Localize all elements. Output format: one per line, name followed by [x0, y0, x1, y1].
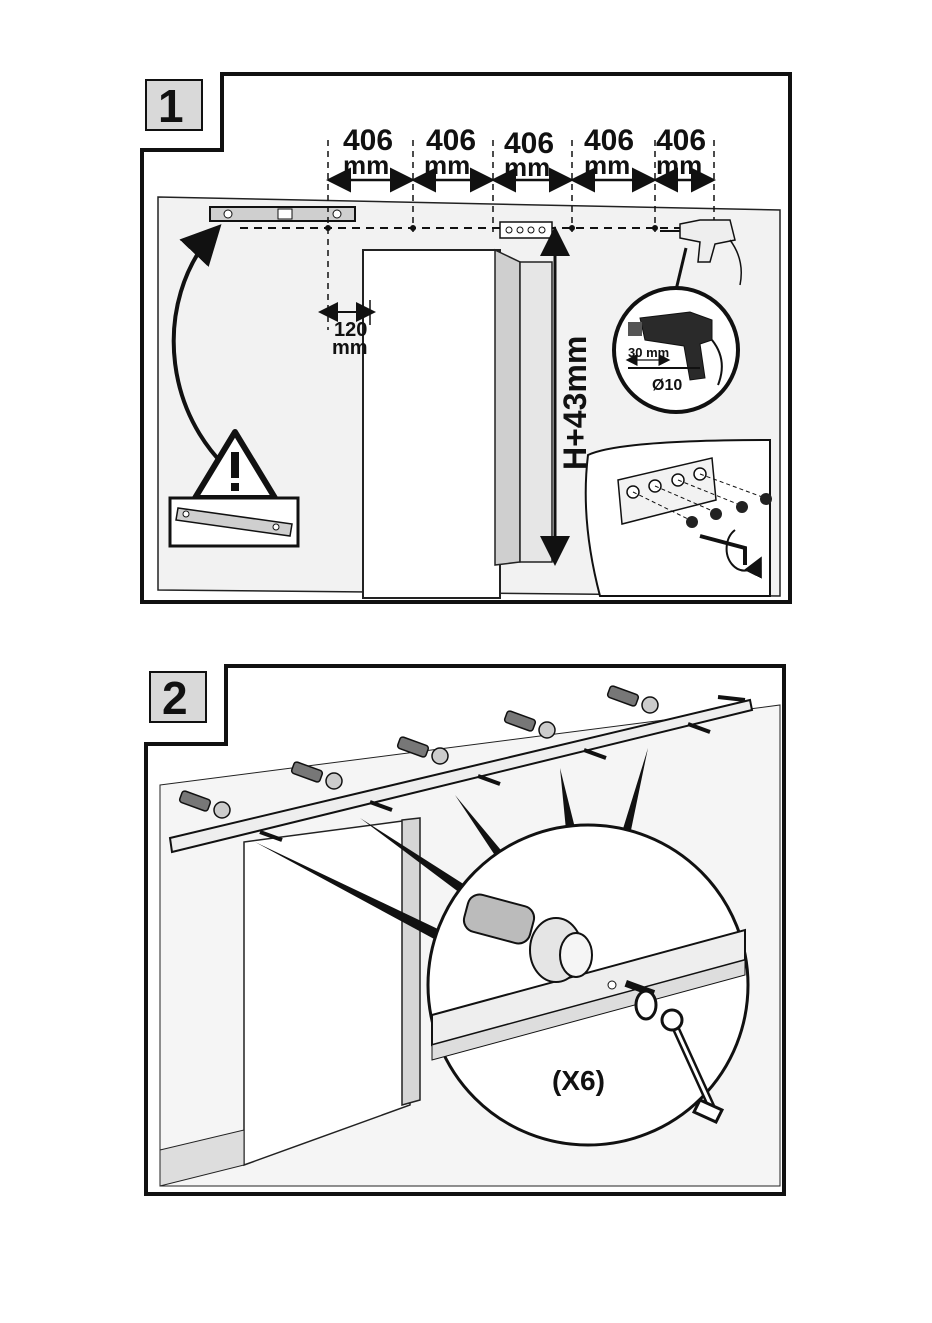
offset-unit: mm	[332, 337, 368, 359]
spacing-unit-3: mm	[504, 152, 550, 182]
step-2-number: 2	[162, 672, 188, 724]
height-label: H+43mm	[557, 336, 593, 470]
spacing-unit-5: mm	[656, 150, 702, 180]
spirit-level-icon	[210, 207, 355, 221]
spacing-unit-2: mm	[424, 150, 470, 180]
step-1-number: 1	[158, 80, 184, 132]
quantity-label: (X6)	[552, 1065, 605, 1096]
step-2-panel: 2	[146, 666, 784, 1194]
spacing-unit-1: mm	[343, 150, 389, 180]
step-1-panel: 1	[142, 74, 790, 602]
drill-diameter-label: Ø10	[652, 377, 682, 394]
drill-depth-label: 30 mm	[628, 345, 669, 360]
spacing-unit-4: mm	[584, 150, 630, 180]
